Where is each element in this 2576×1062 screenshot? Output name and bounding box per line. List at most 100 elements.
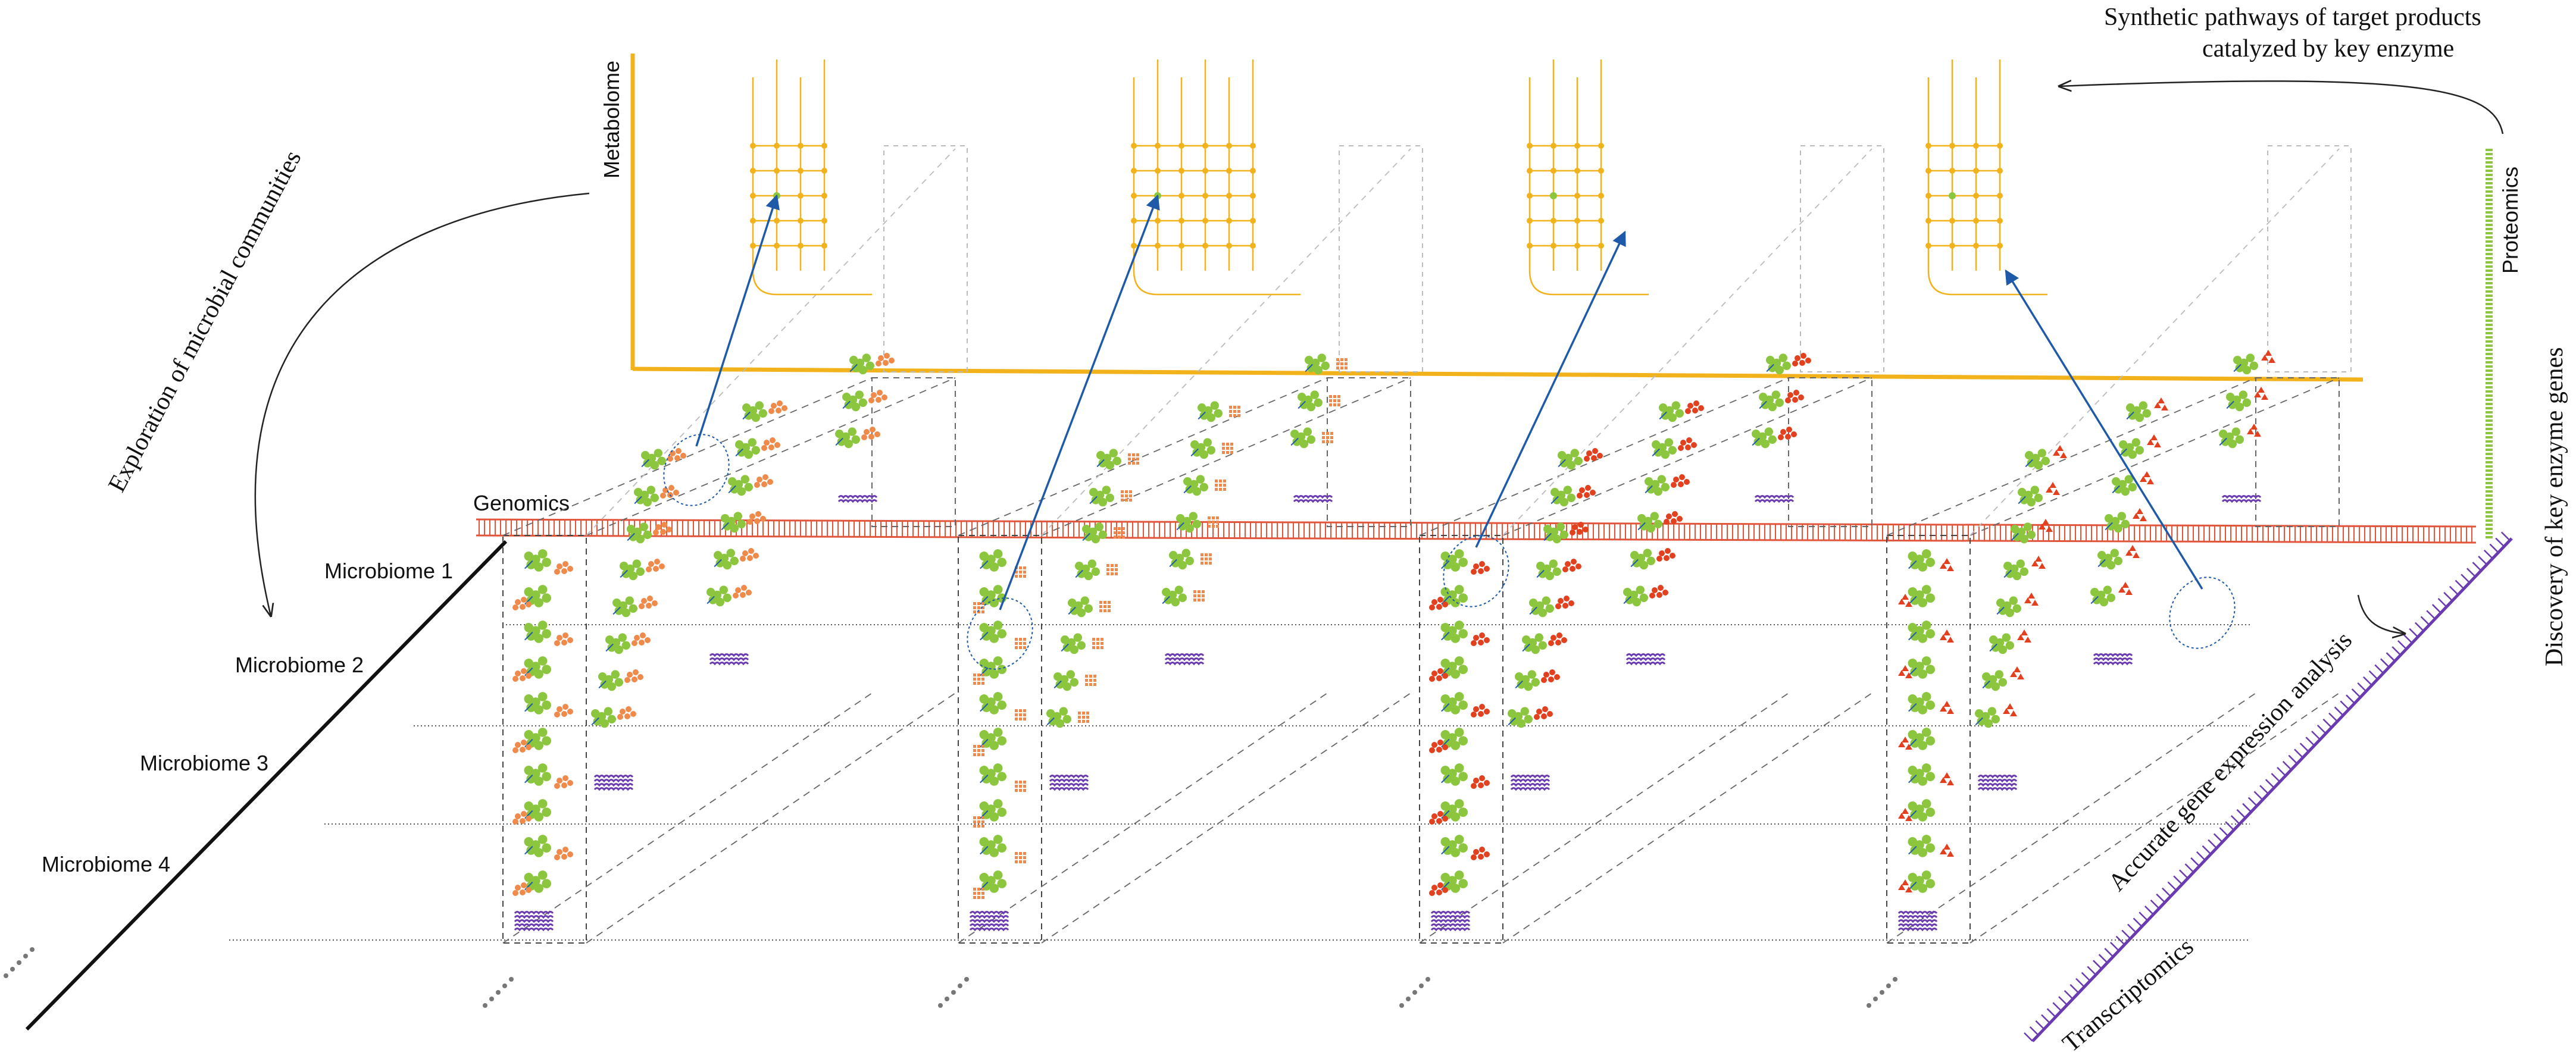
metabolite-icon xyxy=(740,548,759,562)
metabolite-icon xyxy=(1114,527,1125,538)
protein-icon xyxy=(1908,692,1935,715)
metabolite-icon xyxy=(617,706,636,720)
metabolite-icon xyxy=(1678,437,1697,451)
metabolite-icon xyxy=(1015,852,1026,863)
protein-icon xyxy=(1061,633,1086,654)
enzyme-pathway-arrows xyxy=(663,194,2236,670)
protein-icon xyxy=(612,596,638,618)
mrna-icon xyxy=(1164,653,1205,666)
mrna-icon xyxy=(1510,775,1550,791)
metabolite-icon xyxy=(639,596,658,609)
metabolite-icon xyxy=(2017,629,2031,643)
metabolite-icon xyxy=(1429,882,1448,896)
metabolite-icon xyxy=(754,474,773,488)
metabolite-icon xyxy=(667,448,686,462)
metabolite-icon xyxy=(1215,480,1226,491)
protein-icon xyxy=(605,633,631,654)
protein-icon xyxy=(1996,596,2021,618)
protein-icon xyxy=(1975,707,2000,728)
metabolite-icon xyxy=(1898,665,1912,678)
metabolite-icon xyxy=(512,882,532,896)
exploration-curve-arrow xyxy=(254,192,590,616)
metabolite-icon xyxy=(1429,597,1448,610)
protein-icon xyxy=(1989,633,2014,654)
metabolite-icon xyxy=(1664,511,1683,525)
protein-icon xyxy=(524,621,551,643)
metabolite-icon xyxy=(1471,847,1490,860)
transcriptomics-label: Transcriptomics xyxy=(2058,933,2199,1058)
metabolite-icon xyxy=(1577,485,1596,499)
protein-icon xyxy=(835,427,861,449)
metabolite-icon xyxy=(1429,740,1448,753)
protein-icon xyxy=(524,835,551,857)
metabolite-icon xyxy=(1898,808,1912,821)
mrna-icon xyxy=(1430,911,1471,932)
mrna-icon xyxy=(2093,653,2133,666)
metabolite-icon xyxy=(2140,471,2154,484)
protein-icon xyxy=(1543,522,1568,544)
protein-icon xyxy=(2018,485,2043,507)
protein-icon xyxy=(1053,670,1079,691)
protein-icon xyxy=(1908,799,1935,822)
microbiome-axis xyxy=(25,540,508,1031)
protein-icon xyxy=(706,585,732,607)
metabolite-icon xyxy=(554,704,573,718)
metabolome-label: Metabolome xyxy=(599,61,624,178)
protein-icon xyxy=(1198,401,1223,422)
metabolite-icon xyxy=(1222,443,1233,454)
protein-icon xyxy=(2226,390,2251,412)
protein-icon xyxy=(735,438,761,459)
metabolite-icon xyxy=(2154,397,2168,411)
metabolite-icon xyxy=(1940,701,1954,714)
mrna-icon xyxy=(593,775,634,791)
protein-icon xyxy=(721,512,746,533)
metabolite-icon xyxy=(554,561,573,575)
metabolite-icon xyxy=(1898,594,1912,607)
protein-icon xyxy=(1169,549,1195,570)
microbiome-label-1: Microbiome 1 xyxy=(324,559,453,583)
protein-icon xyxy=(1645,475,1670,496)
protein-icon xyxy=(1522,633,1547,654)
protein-icon xyxy=(979,585,1006,607)
metabolite-icon xyxy=(1548,632,1567,646)
protein-icon xyxy=(1659,401,1684,422)
protein-icon xyxy=(714,549,739,570)
metabolome-axis xyxy=(630,54,2364,382)
metabolite-icon xyxy=(1534,706,1553,720)
metabolite-icon xyxy=(2254,387,2268,400)
metabolite-icon xyxy=(1015,638,1026,649)
enzyme-arrow xyxy=(1475,230,1626,548)
protein-icon xyxy=(1536,559,1561,581)
protein-icon xyxy=(1752,427,1777,449)
protein-icon xyxy=(2233,353,2258,375)
metabolite-icon xyxy=(2261,350,2275,363)
metabolite-icon xyxy=(1584,448,1603,462)
metabolite-icon xyxy=(876,353,895,366)
protein-icon xyxy=(2105,512,2130,533)
protein-icon xyxy=(1908,835,1935,857)
metabolite-icon xyxy=(2024,593,2039,606)
protein-icon xyxy=(1089,485,1115,507)
metabolite-icon xyxy=(1471,775,1490,789)
protein-icon xyxy=(524,799,551,822)
protein-icon xyxy=(728,475,754,496)
metabolite-icon xyxy=(1671,474,1690,488)
metabolite-icon xyxy=(973,888,984,899)
sample-group xyxy=(958,145,1423,944)
genomics-dna-ladder xyxy=(476,518,2477,544)
protein-icon xyxy=(2112,475,2137,496)
metabolite-icon xyxy=(1685,400,1704,414)
enzyme-arrow xyxy=(695,194,780,447)
protein-icon xyxy=(979,763,1006,786)
protein-icon xyxy=(979,692,1006,715)
metabolite-icon xyxy=(1656,548,1675,562)
metabolite-icon xyxy=(1940,558,1954,571)
metabolite-icon xyxy=(1208,516,1219,528)
metabolite-icon xyxy=(1940,629,1954,643)
protein-icon xyxy=(1440,835,1468,857)
metabolite-icon xyxy=(2125,545,2140,558)
enzyme-highlight xyxy=(967,597,1033,670)
metabolite-icon xyxy=(733,585,752,599)
protein-icon xyxy=(1908,763,1935,786)
key-node xyxy=(1949,192,1956,199)
